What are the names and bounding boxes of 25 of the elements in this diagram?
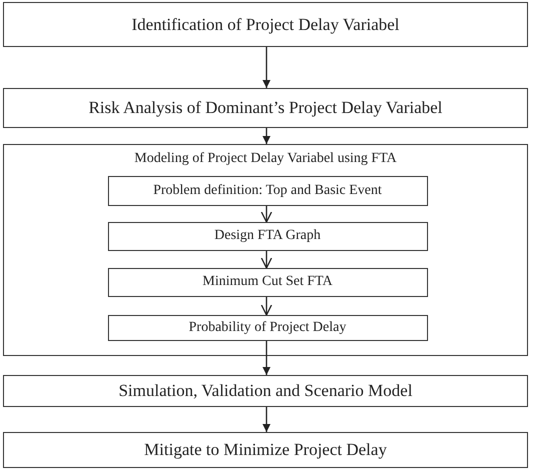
arrow xyxy=(260,206,272,223)
box-label: Problem definition: Top and Basic Event xyxy=(153,182,382,198)
process-box xyxy=(108,314,428,340)
arrow xyxy=(260,297,272,316)
box-label: Probability of Project Delay xyxy=(188,320,346,336)
arrow xyxy=(262,407,270,432)
box-label: Minimum Cut Set FTA xyxy=(202,274,332,290)
box-label: Design FTA Graph xyxy=(214,228,321,244)
arrow xyxy=(262,47,270,88)
box-label: Simulation, Validation and Scenario Model xyxy=(118,381,412,401)
process-box xyxy=(108,222,428,250)
box-label: Identification of Project Delay Variabel xyxy=(132,14,400,34)
arrow xyxy=(262,341,270,375)
arrow xyxy=(262,128,270,144)
box-label: Mitigate to Minimize Project Delay xyxy=(144,440,387,460)
process-box xyxy=(3,432,528,468)
group-box xyxy=(3,144,528,356)
process-box xyxy=(108,176,428,206)
process-box xyxy=(3,88,528,128)
group-title: Modeling of Project Delay Variabel using FTA xyxy=(134,151,397,167)
box-label: Risk Analysis of Dominant’s Project Delay Variabel xyxy=(88,98,442,118)
process-box xyxy=(3,375,528,407)
process-box xyxy=(108,268,428,296)
process-box xyxy=(3,2,528,47)
arrow xyxy=(260,251,272,269)
